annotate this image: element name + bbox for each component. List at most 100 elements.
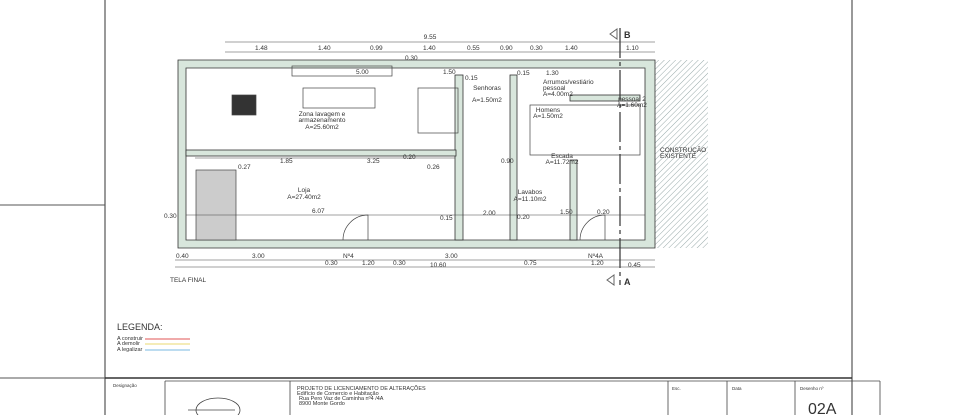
label-text: 2.00 xyxy=(483,210,496,217)
room-pessoal-2: pessoal 2A=1.60m2 xyxy=(617,96,647,109)
label-text: A construir xyxy=(117,336,143,342)
label-text: 0.30 xyxy=(530,45,543,52)
door-no4: Nº4 xyxy=(343,253,354,260)
label-text: A demolir xyxy=(117,341,140,347)
door-no4a: Nº4A xyxy=(588,253,604,260)
north-symbol-icon xyxy=(195,397,241,415)
label-text: 1.40 xyxy=(318,45,331,52)
walls xyxy=(177,59,656,249)
label-text: 0.30 xyxy=(405,55,418,62)
label-text: A=11.10m2 xyxy=(514,196,547,203)
label-text: 1.48 xyxy=(255,45,268,52)
drawing-number-label: Desenho nº xyxy=(800,386,824,391)
label-text: 0.55 xyxy=(467,45,480,52)
label-text: A=1.50m2 xyxy=(472,97,502,104)
label-text: A legalizar xyxy=(117,347,143,353)
label-text: 10.60 xyxy=(430,262,447,269)
label-text: 1.50 xyxy=(560,209,573,216)
legend-title: LEGENDA: xyxy=(117,322,163,332)
inner-dimensions: 5.00 0.30 1.50 0.15 0.15 1.30 1.85 0.27 … xyxy=(164,55,610,222)
section-arrow-b-icon xyxy=(609,28,618,40)
label-text: Lavabos xyxy=(518,189,543,196)
label-text: 1.40 xyxy=(423,45,436,52)
label-text: 0.26 xyxy=(427,164,440,171)
title-block xyxy=(164,380,881,415)
label-text: 0.30 xyxy=(164,213,177,220)
label-text: Homens xyxy=(536,107,561,114)
label-text: A=4.00m2 xyxy=(543,91,573,98)
label-text: Escada xyxy=(551,153,573,160)
label-text: 1.30 xyxy=(546,70,559,77)
section-mark-b: B xyxy=(624,30,631,40)
label-text: pessoal xyxy=(543,85,566,92)
label-text: 1.20 xyxy=(362,260,375,267)
label-text: A=11.72m2 xyxy=(546,159,579,166)
label-text: 1.20 xyxy=(591,260,604,267)
label-text: 0.30 xyxy=(393,260,406,267)
label-text: 0.15 xyxy=(465,75,478,82)
label-text: 6.07 xyxy=(312,208,325,215)
label-text: A=1.50m2 xyxy=(533,113,563,120)
label-text: 0.45 xyxy=(628,262,641,269)
designation-label: Designação xyxy=(113,383,137,388)
label-text: 0.27 xyxy=(238,164,251,171)
section-arrow-a-icon xyxy=(606,274,615,286)
dimension-lines xyxy=(175,41,655,268)
label-text: 0.20 xyxy=(517,214,530,221)
project-info: PROJETO DE LICENCIAMENTO DE ALTERAÇÕES E… xyxy=(297,385,426,407)
label-text: 0.90 xyxy=(501,158,514,165)
label-text: 8900 Monte Gordo xyxy=(299,401,345,407)
label-text: 0.15 xyxy=(440,215,453,222)
dim-total: 9.55 xyxy=(424,34,437,41)
label-text: Loja xyxy=(298,187,311,194)
label-text: 1.10 xyxy=(626,45,639,52)
label-text: PROJETO DE LICENCIAMENTO DE ALTERAÇÕES xyxy=(297,385,426,392)
label-text: Edifício de Comercio e Habitação xyxy=(297,391,379,397)
label-text: 0.99 xyxy=(370,45,383,52)
label-text: A=1.60m2 xyxy=(617,102,647,109)
drawing-number: 02A xyxy=(808,401,837,415)
label-text: 1.50 xyxy=(443,69,456,76)
fixtures xyxy=(195,65,641,241)
existing-construction-label-2: EXISTENTE xyxy=(660,153,697,160)
label-text: pessoal 2 xyxy=(618,96,646,103)
label-text: 3.25 xyxy=(367,158,380,165)
label-text: Zona lavagem e xyxy=(299,111,346,118)
label-text: 1.85 xyxy=(280,158,293,165)
label-text: Senhoras xyxy=(473,85,502,92)
existing-construction-label: CONSTRUÇÃO xyxy=(660,145,706,154)
label-text: Rua Pero Vaz de Caminha nº4 /4A xyxy=(299,395,384,402)
section-mark-a: A xyxy=(624,277,631,287)
label-text: armazenamento xyxy=(299,117,346,124)
label-text: 0.30 xyxy=(325,260,338,267)
label-text: A=25.60m2 xyxy=(305,124,339,131)
label-text: 0.90 xyxy=(500,45,513,52)
label-text: A=27.40m2 xyxy=(287,194,321,201)
label-text: 3.00 xyxy=(445,253,458,260)
label-text: 0.20 xyxy=(403,154,416,161)
scale-label: Esc. xyxy=(672,386,681,391)
drawing-title: TELA FINAL xyxy=(170,277,207,284)
label-text: Arrumos/vestiário xyxy=(543,79,594,86)
label-text: 0.20 xyxy=(597,209,610,216)
label-text: 0.15 xyxy=(517,70,530,77)
label-text: 1.40 xyxy=(565,45,578,52)
top-dimensions: 1.48 1.40 0.99 1.40 0.55 0.90 0.30 1.40 … xyxy=(255,45,639,52)
legend: LEGENDA: A construir A demolir A legaliz… xyxy=(117,322,190,353)
label-text: 3.00 xyxy=(252,253,265,260)
bottom-dimensions: 0.40 3.00 3.00 Nº4 Nº4A 0.30 1.20 0.30 1… xyxy=(176,253,641,269)
label-text: 0.75 xyxy=(524,260,537,267)
existing-construction-hatch xyxy=(655,60,708,248)
date-label: Data xyxy=(732,386,742,391)
label-text: 5.00 xyxy=(356,69,369,76)
label-text: 0.40 xyxy=(176,253,189,260)
